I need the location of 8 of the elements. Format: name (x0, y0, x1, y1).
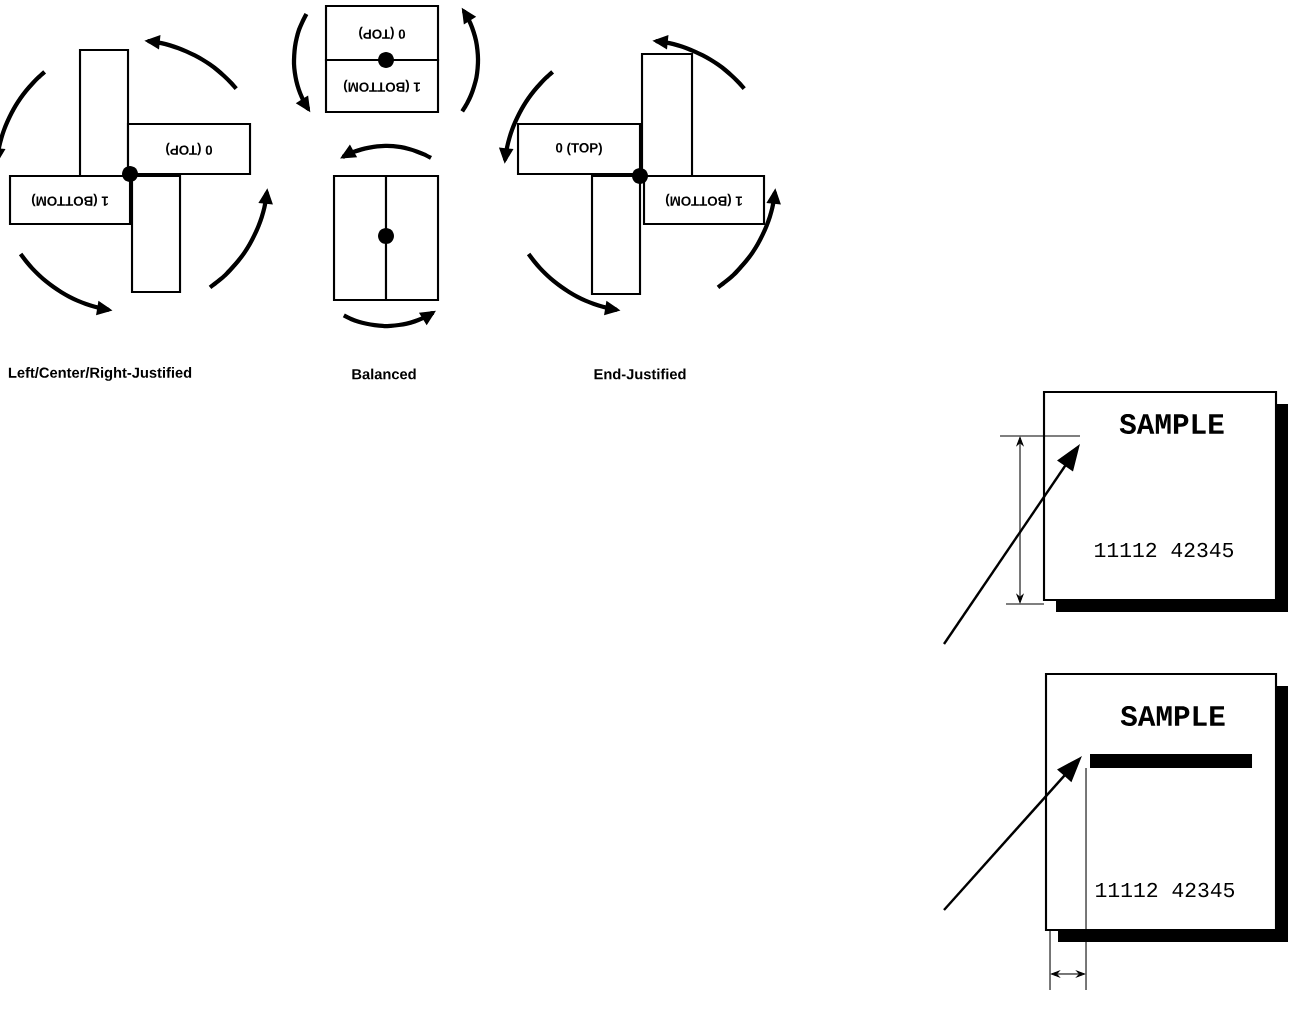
empty-box (384, 174, 440, 302)
empty-box (640, 52, 694, 178)
empty-box (332, 174, 388, 302)
label-card: SAMPLE 11112 42345 (1044, 672, 1288, 942)
empty-box (590, 174, 642, 296)
label-card: SAMPLE 11112 42345 (1042, 390, 1288, 612)
empty-box (78, 48, 130, 178)
empty-box (130, 174, 182, 294)
